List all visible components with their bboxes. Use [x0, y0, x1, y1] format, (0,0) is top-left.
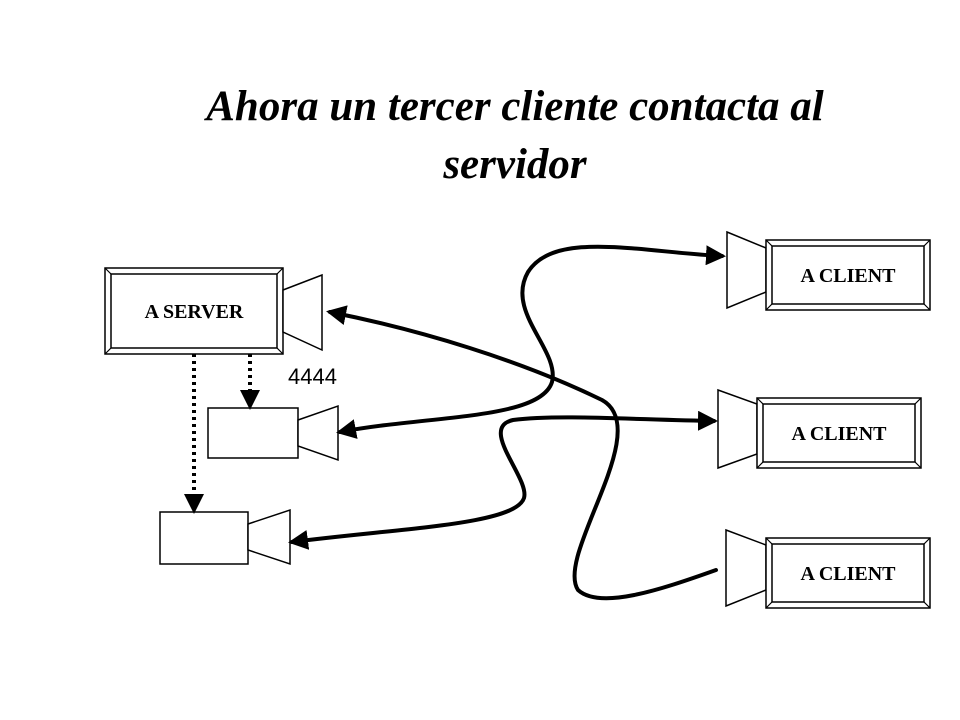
server-label: A SERVER [145, 301, 244, 323]
client-label-3: A CLIENT [800, 563, 896, 585]
client-socket-icon [717, 388, 758, 470]
client-socket-icon [725, 528, 767, 608]
client-node-1: A CLIENT [726, 230, 931, 311]
socket-icon [297, 404, 339, 462]
slide-title: Ahora un tercer cliente contacta al serv… [120, 78, 910, 194]
client-node-3: A CLIENT [725, 528, 931, 609]
connection-client-2-socket-2 [288, 410, 718, 550]
server-socket-icon [282, 273, 323, 352]
slide-title-line-1: Ahora un tercer cliente contacta al [206, 83, 824, 130]
server-socket-1 [207, 404, 339, 462]
client-label-2: A CLIENT [791, 423, 887, 445]
server-node: A SERVER [104, 267, 323, 355]
server-socket-2 [159, 508, 291, 566]
slide-title-line-2: servidor [443, 141, 587, 188]
client-node-2: A CLIENT [717, 388, 922, 470]
socket-icon [247, 508, 291, 566]
connection-client-1-socket-1 [336, 244, 726, 439]
server-port-label: 4444 [288, 364, 337, 389]
connection-client-3-server [326, 305, 718, 601]
client-label-1: A CLIENT [800, 265, 896, 287]
client-socket-icon [726, 230, 767, 310]
